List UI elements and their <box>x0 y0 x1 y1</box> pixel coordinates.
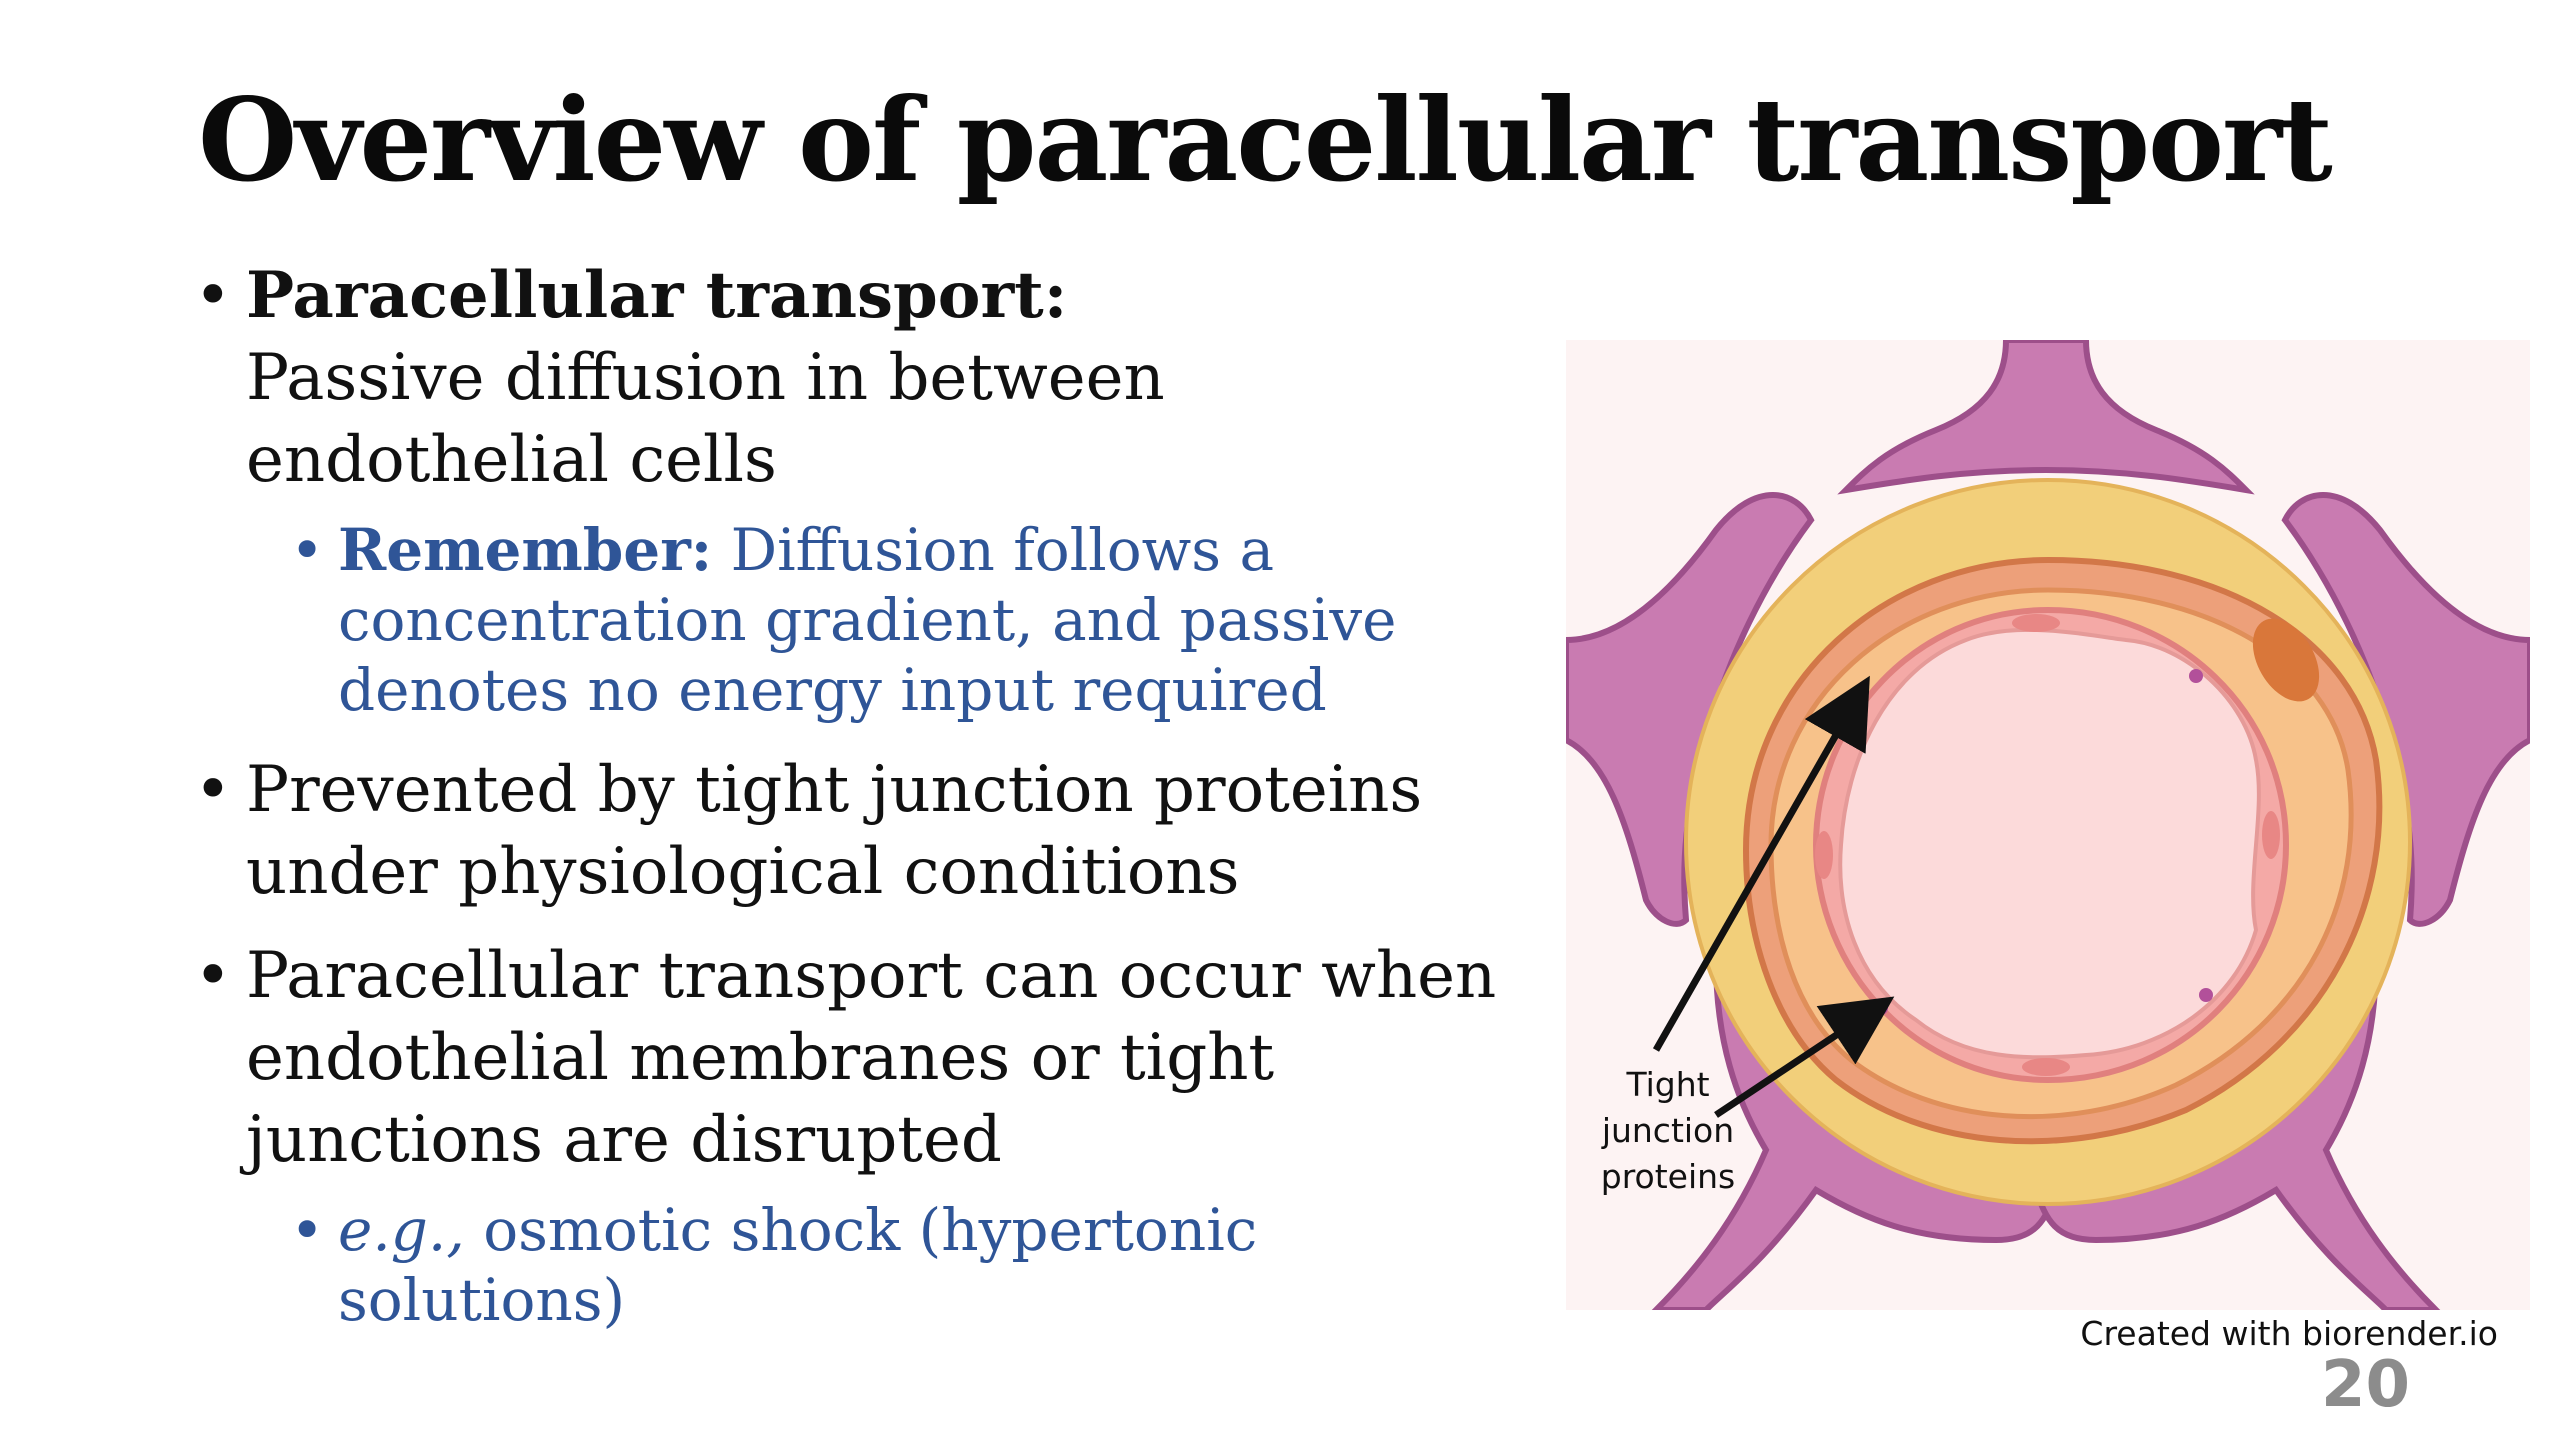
figure-credit: Created with biorender.io <box>2080 1314 2498 1353</box>
page-number: 20 <box>2320 1348 2410 1422</box>
bullet-prevented: • Prevented by tight junction proteins u… <box>190 749 1500 913</box>
bullet-text: Prevented by tight junction proteins und… <box>246 753 1423 909</box>
endothelial-nucleus <box>2012 614 2060 632</box>
bullet-text: Paracellular transport can occur when en… <box>246 939 1497 1177</box>
sub-bullet-remember: • Remember: Diffusion follows a concentr… <box>190 515 1500 725</box>
tight-junction-label: Tight junction proteins <box>1578 1062 1758 1200</box>
sub-bullet-dot: • <box>290 1196 325 1264</box>
bullet-dot: • <box>194 259 232 333</box>
vessel-illustration <box>1566 340 2530 1310</box>
arrow-to-lower-junction <box>1714 996 1895 1118</box>
tight-junction-marker <box>1874 1001 1888 1015</box>
tight-junction-marker <box>2199 988 2213 1002</box>
tight-junction-label-line2: junction <box>1601 1111 1735 1150</box>
sub-bullet-heading: Remember: <box>338 516 713 584</box>
bullet-dot: • <box>194 753 232 827</box>
tight-junction-marker <box>2189 669 2203 683</box>
bullet-disrupted: • Paracellular transport can occur when … <box>190 935 1500 1181</box>
tight-junction-marker <box>1855 685 1869 699</box>
blood-vessel-cross-section-figure: Tight junction proteins <box>1566 340 2530 1310</box>
sub-bullet-example: • e.g., osmotic shock (hypertonic soluti… <box>190 1195 1500 1335</box>
bullet-paracellular-definition: • Paracellular transport: Passive diffus… <box>190 255 1500 501</box>
bullet-list: • Paracellular transport: Passive diffus… <box>190 255 1500 1359</box>
sub-bullet-text: osmotic shock (hypertonic solutions) <box>338 1196 1258 1334</box>
tight-junction-label-line3: proteins <box>1600 1157 1736 1196</box>
arrow-to-upper-junction <box>1652 675 1870 1052</box>
bullet-text: Passive diffusion in between endothelial… <box>246 341 1165 497</box>
slide-title: Overview of paracellular transport <box>198 73 2333 207</box>
endothelial-nucleus <box>2262 811 2280 859</box>
endothelial-nucleus <box>1815 831 1833 879</box>
bullet-dot: • <box>194 939 232 1013</box>
bullet-heading: Paracellular transport: <box>246 258 1068 333</box>
sub-bullet-dot: • <box>290 516 325 584</box>
vessel-lumen <box>1838 627 2261 1060</box>
sub-bullet-text: Diffusion follows a concentration gradie… <box>338 516 1397 724</box>
pericyte-nucleus <box>2252 618 2320 702</box>
endothelial-nucleus <box>2022 1058 2070 1076</box>
sub-bullet-italic: e.g., <box>338 1196 465 1264</box>
tight-junction-label-line1: Tight <box>1626 1065 1710 1104</box>
